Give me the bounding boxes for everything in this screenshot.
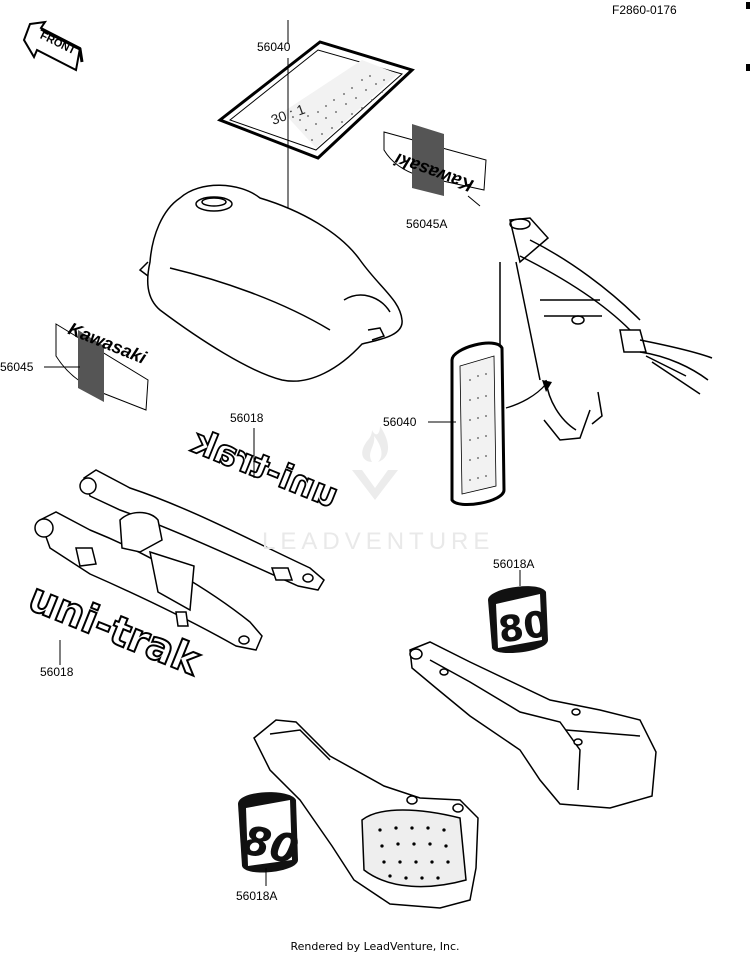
watermark-text: LEADVENTURE [262,528,495,555]
unitrak-decal-upper: uni-trak [185,421,345,518]
side-cover-left [253,719,479,909]
part-label-56045: 56045 [0,360,34,374]
footer-credit: Rendered by LeadVenture, Inc. [290,940,460,953]
number-plate-upper: 80 [488,586,551,654]
frame [499,217,713,441]
frame-arrow-head [542,380,552,392]
part-label-56018a-lower: 56018A [236,889,278,903]
part-label-56045a: 56045A [406,217,448,231]
part-label-56018-upper: 56018 [230,411,264,425]
watermark-logo [352,426,398,500]
swingarm [34,469,325,651]
fuel-tank [138,184,403,382]
side-cover-right [409,641,657,809]
number-plate-lower: 80 [238,792,302,874]
part-label-56018-lower: 56018 [40,665,74,679]
frame-arrow [505,383,547,409]
figure-code: F2860-0176 [612,3,677,17]
frame-decal [450,341,506,507]
part-label-56040-top: 56040 [257,40,291,54]
front-arrow: FRONT [22,20,84,72]
kawasaki-emblem-right: Kawasaki [383,124,487,207]
edge-mark-mid [746,64,750,71]
unitrak-decal-upper-text: uni-trak [186,422,344,517]
number-plate-lower-text: 80 [238,817,302,874]
kawasaki-emblem-left: Kawasaki [55,319,150,411]
edge-mark-top [746,2,750,9]
ratio-decal: 30 : 1 [216,40,415,160]
part-label-56040-frame: 56040 [383,415,417,429]
number-plate-upper-text: 80 [496,604,551,652]
part-label-56018a-upper: 56018A [493,557,535,571]
